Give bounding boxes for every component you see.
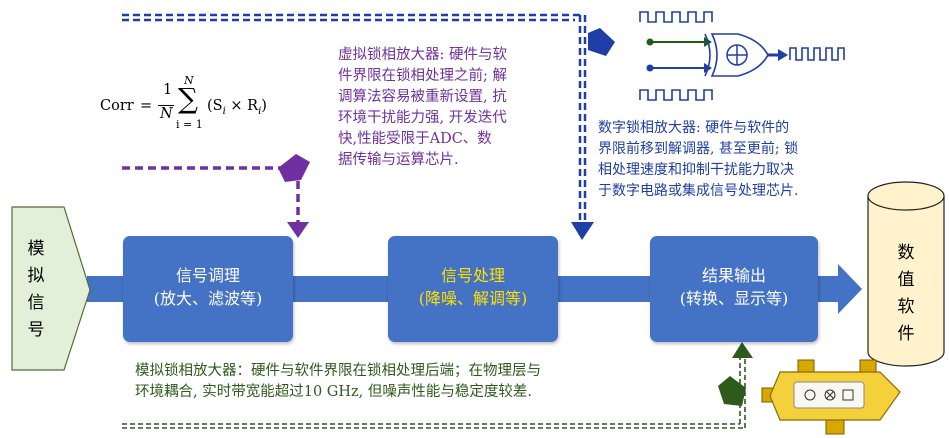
square-wave-icon: [789, 47, 845, 61]
note-line: 模拟锁相放大器：硬件与软件界限在锁相处理后端；在物理层与: [135, 363, 541, 379]
software-char: 值: [897, 270, 915, 290]
formula-upper-limit: N: [184, 74, 194, 87]
note-line: 虚拟锁相放大器: 硬件与软: [338, 47, 507, 63]
correlation-formula: Corr = 1 N N ∑ i = 1 (Si × Ri): [100, 74, 315, 140]
digital-lockin-note: 数字锁相放大器: 硬件与软件的 界限前移到解调器, 甚至更前; 锁 相处理速度和…: [598, 118, 946, 202]
digital-arrowhead: [571, 222, 594, 240]
virtual-boundary-line: [122, 166, 300, 222]
formula-lower-limit: i = 1: [176, 118, 203, 131]
block-title: 信号处理: [440, 266, 505, 285]
block-subtitle: (转换、显示等): [679, 289, 789, 308]
input-char: 拟: [27, 266, 45, 286]
analog-input-shape: [11, 206, 91, 371]
digital-pointer: [588, 28, 615, 56]
note-line: 于数字电路或集成信号处理芯片.: [598, 183, 799, 199]
note-line: 调算法容易被重新设置, 抗: [338, 89, 507, 105]
analog-arrowhead: [732, 342, 753, 358]
summation-icon: ∑: [178, 82, 198, 115]
note-line: 快,性能受限于ADC、数: [338, 131, 492, 147]
software-char: 件: [897, 324, 915, 344]
software-char: 数: [897, 243, 915, 263]
virtual-lockin-note: 虚拟锁相放大器: 硬件与软 件界限在锁相处理之前; 解 调算法容易被重新设置, …: [338, 45, 573, 171]
virtual-arrowhead: [287, 222, 309, 238]
block-title: 结果输出: [701, 266, 766, 285]
formula-lhs: Corr: [100, 98, 134, 114]
analog-input-label: 模 拟 信 号: [24, 236, 48, 344]
numeric-software-label: 数 值 软 件: [894, 240, 918, 348]
note-line: 环境干扰能力强, 开发迭代: [338, 110, 507, 126]
analog-lockin-note: 模拟锁相放大器：硬件与软件界限在锁相处理后端；在物理层与 环境耦合, 实时带宽能…: [135, 361, 715, 403]
input-char: 模: [27, 239, 45, 259]
note-line: 相处理速度和抑制干扰能力取决: [598, 162, 794, 178]
block-signal-conditioning: 信号调理 (放大、滤波等): [123, 236, 293, 342]
formula-eq: =: [140, 98, 153, 114]
digital-boundary-line: [122, 13, 587, 222]
virtual-pointer: [278, 154, 310, 182]
analog-pointer: [718, 376, 746, 406]
note-line: 据传输与运算芯片.: [338, 152, 459, 168]
formula-body: (Si × Ri): [207, 98, 267, 117]
xor-gate-icon: [639, 11, 845, 101]
note-line: 界限前移到解调器, 甚至更前; 锁: [598, 141, 799, 157]
formula-denominator: N: [160, 106, 173, 122]
block-title: 信号调理: [175, 266, 240, 285]
note-line: 件界限在锁相处理之前; 解: [338, 68, 507, 84]
formula-fraction-bar: [158, 105, 174, 106]
flow-arrows: [87, 264, 862, 314]
square-wave-icon: [639, 11, 713, 23]
block-signal-processing: 信号处理 (降噪、解调等): [388, 236, 558, 342]
note-line: 数字锁相放大器: 硬件与软件的: [598, 120, 790, 136]
square-wave-icon: [639, 89, 713, 101]
lock-in-module-icon: [761, 359, 901, 435]
input-char: 信: [27, 293, 45, 313]
formula-numerator: 1: [163, 82, 173, 98]
software-char: 软: [897, 297, 915, 317]
input-char: 号: [27, 320, 45, 340]
block-subtitle: (降噪、解调等): [418, 289, 528, 308]
block-subtitle: (放大、滤波等): [153, 289, 263, 308]
cylinder-icon: [867, 181, 945, 367]
note-line: 环境耦合, 实时带宽能超过10 GHz, 但噪声性能与稳定度较差.: [135, 384, 532, 400]
block-result-output: 结果输出 (转换、显示等): [650, 236, 818, 342]
